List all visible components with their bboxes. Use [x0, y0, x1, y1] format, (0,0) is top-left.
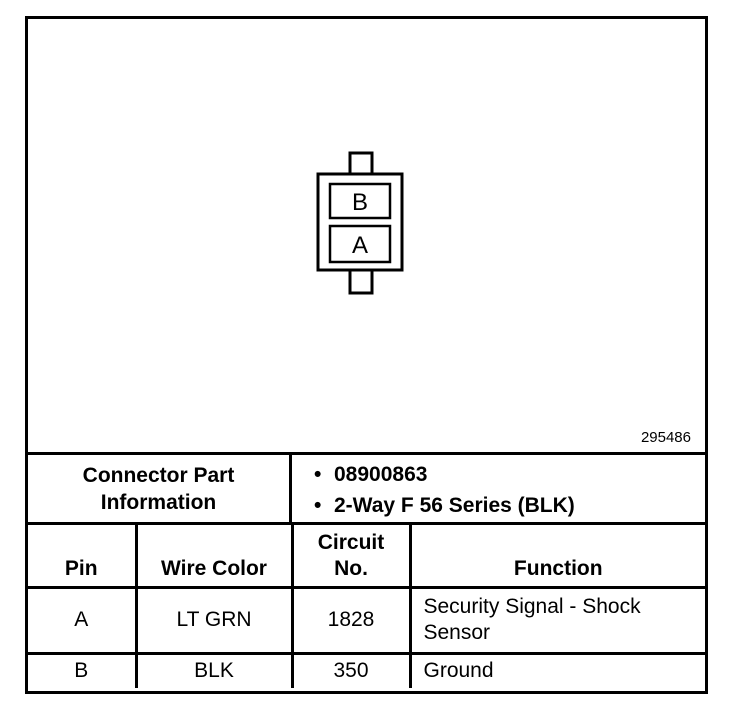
cell-function: Security Signal - Shock Sensor — [408, 585, 705, 655]
cell-circuit: 1828 — [290, 585, 412, 655]
connector-drawing-area: B A 295486 — [28, 19, 705, 455]
header-wire-color: Wire Color — [134, 525, 294, 589]
top-latch-tab — [348, 151, 374, 177]
table-row: B BLK 350 Ground — [28, 651, 705, 688]
header-pin: Pin — [28, 525, 138, 589]
pin-label-b: B — [352, 189, 368, 216]
function-line2: Sensor — [423, 621, 491, 644]
drawing-id: 295486 — [640, 429, 691, 446]
pinout-table: Pin Wire Color Circuit No. Function A LT… — [28, 525, 705, 688]
connector-part-info-label: Connector Part Information — [28, 455, 292, 522]
cell-pin: B — [28, 651, 138, 688]
pin-cavity-b — [328, 182, 392, 220]
pin-label-a: A — [352, 232, 368, 259]
part-number-item: • 08900863 — [314, 459, 705, 490]
cell-wire-color: LT GRN — [134, 585, 294, 655]
connector-type-text: 2-Way F 56 Series (BLK) — [334, 494, 575, 517]
bullet-icon: • — [314, 494, 322, 517]
pin-cavity-a — [328, 224, 392, 264]
info-label-line2: Information — [100, 490, 217, 514]
header-circuit-line2: No. — [334, 556, 368, 580]
header-function: Function — [408, 525, 705, 589]
table-row: A LT GRN 1828 Security Signal - Shock Se… — [28, 585, 705, 655]
connector-type-item: • 2-Way F 56 Series (BLK) — [314, 490, 705, 521]
connector-diagram-frame: B A 295486 Connector Part Information • … — [25, 16, 708, 694]
function-line1: Security Signal - Shock — [423, 595, 641, 618]
bottom-latch-tab — [348, 267, 374, 295]
header-circuit: Circuit No. — [290, 525, 412, 589]
connector-part-info-row: Connector Part Information • 08900863 • … — [28, 455, 705, 525]
connector-part-info-list: • 08900863 • 2-Way F 56 Series (BLK) — [292, 455, 705, 522]
header-circuit-line1: Circuit — [317, 530, 385, 554]
bullet-icon: • — [314, 463, 322, 486]
cell-pin: A — [28, 585, 138, 655]
info-label-line1: Connector Part — [82, 463, 235, 487]
connector-face-icon: B A — [316, 151, 404, 295]
cell-function: Ground — [408, 651, 705, 688]
cell-wire-color: BLK — [134, 651, 294, 688]
part-number-text: 08900863 — [334, 463, 428, 486]
table-header-row: Pin Wire Color Circuit No. Function — [28, 525, 705, 589]
cell-circuit: 350 — [290, 651, 412, 688]
